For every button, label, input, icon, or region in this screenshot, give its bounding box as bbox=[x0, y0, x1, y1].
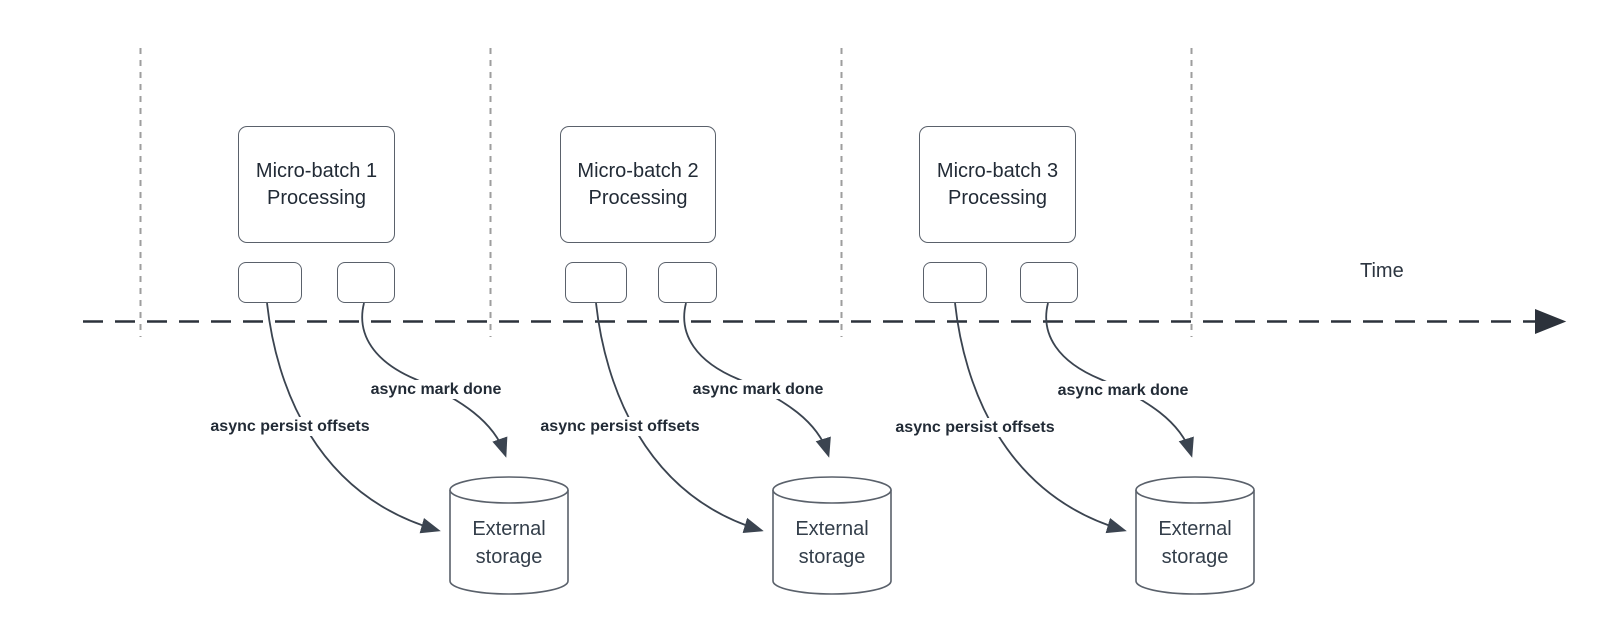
external-storage-label: External storage bbox=[795, 518, 869, 568]
micro-batch-subtitle: Processing bbox=[267, 186, 366, 209]
mark-done-arrow bbox=[1045, 302, 1194, 458]
mark-done-arrow bbox=[683, 302, 831, 458]
done-chip bbox=[1020, 262, 1078, 303]
offset-chip bbox=[565, 262, 627, 303]
micro-batch-subtitle: Processing bbox=[588, 186, 688, 209]
mark-done-arrow bbox=[361, 302, 508, 458]
done-chip bbox=[337, 262, 395, 303]
offset-chip bbox=[923, 262, 987, 303]
micro-batch-title: Micro-batch 2 bbox=[577, 159, 699, 182]
micro-batch-subtitle: Processing bbox=[948, 186, 1047, 209]
async-mark-done-label: async mark done bbox=[367, 380, 505, 399]
micro-batch-title: Micro-batch 1 bbox=[255, 159, 378, 182]
micro-batch-1-processing-box: Micro-batch 1 Processing bbox=[238, 126, 395, 243]
persist-offsets-arrow bbox=[954, 302, 1127, 534]
async-persist-offsets-label: async persist offsets bbox=[207, 417, 373, 436]
micro-batch-title: Micro-batch 3 bbox=[936, 159, 1059, 182]
async-persist-offsets-label: async persist offsets bbox=[892, 418, 1058, 437]
async-mark-done-label: async mark done bbox=[689, 380, 827, 399]
micro-batch-2-processing-box: Micro-batch 2 Processing bbox=[560, 126, 716, 243]
external-storage-label: External storage bbox=[472, 518, 546, 568]
async-mark-done-label: async mark done bbox=[1054, 381, 1192, 400]
external-storage-cylinder bbox=[449, 476, 569, 595]
external-storage-cylinder bbox=[1135, 476, 1255, 595]
external-storage-cylinder bbox=[772, 476, 892, 595]
done-chip bbox=[658, 262, 717, 303]
async-persist-offsets-label: async persist offsets bbox=[537, 417, 703, 436]
time-axis-label: Time bbox=[1360, 260, 1404, 282]
external-storage-label: External storage bbox=[1158, 518, 1232, 568]
micro-batch-3-processing-box: Micro-batch 3 Processing bbox=[919, 126, 1076, 243]
offset-chip bbox=[238, 262, 302, 303]
